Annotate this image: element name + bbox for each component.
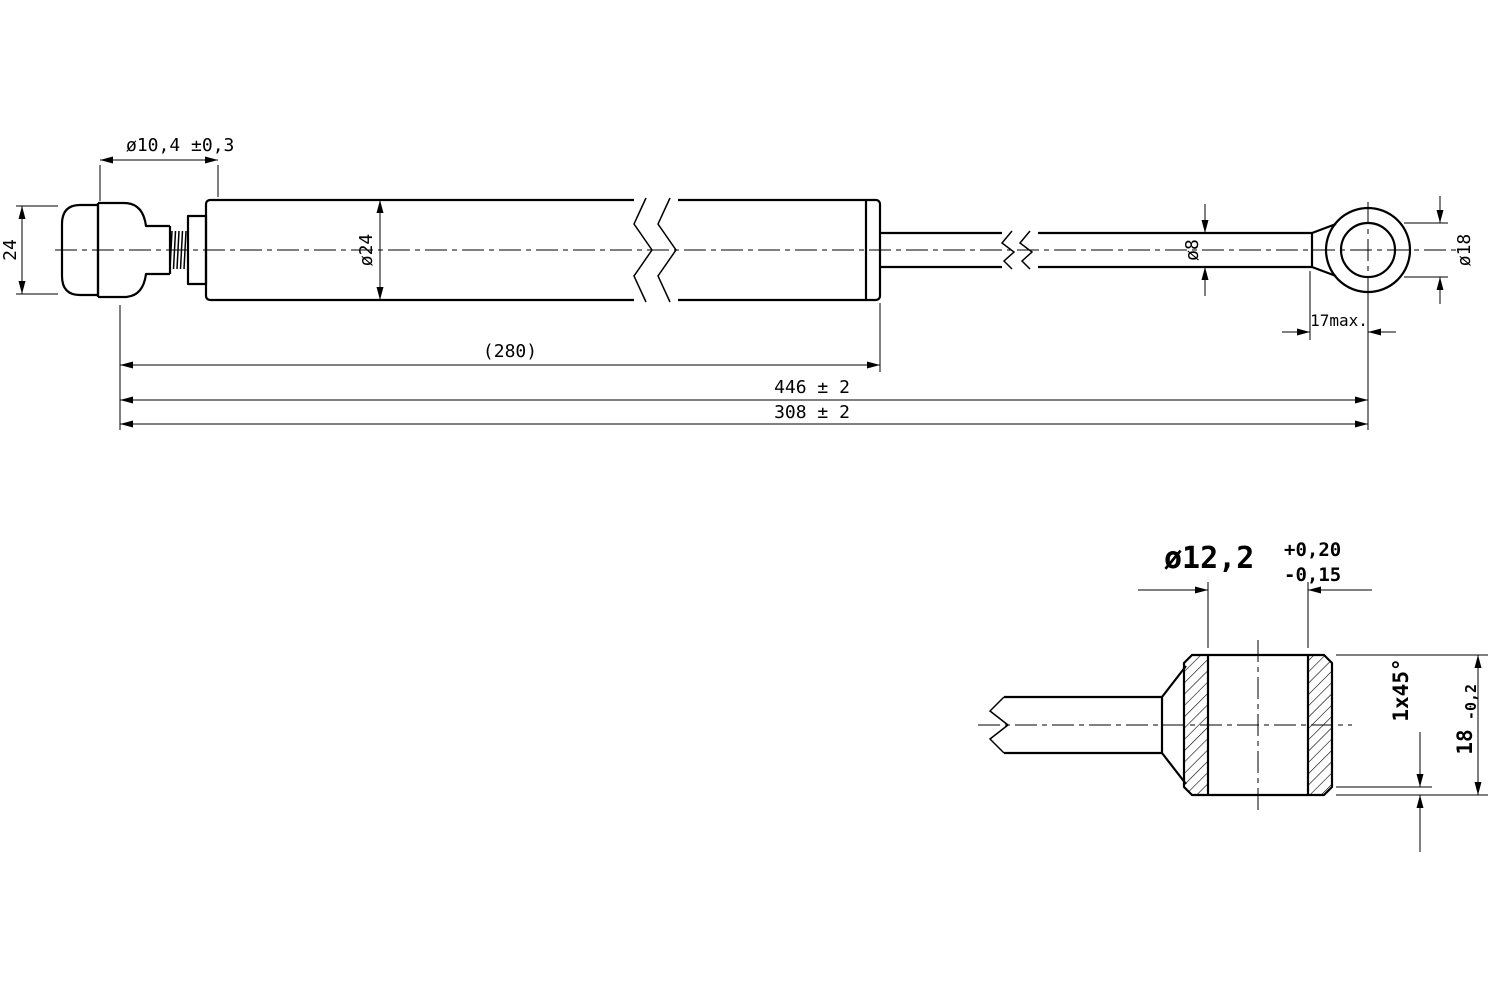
centerlines bbox=[55, 202, 1462, 813]
chamfer-label: 1x45° bbox=[1389, 658, 1413, 721]
dimension-socket-diameter: ø10,4 ±0,3 bbox=[99, 135, 234, 201]
dimension-secondary-length: 308 ± 2 bbox=[120, 402, 1368, 425]
socket-height-label: 24 bbox=[0, 239, 21, 261]
dimension-rod-diameter: ø8 bbox=[1182, 204, 1206, 296]
dimension-eye-width: 18 -0,2 bbox=[1336, 654, 1488, 796]
bore-diameter-label: ø12,2 bbox=[1164, 541, 1254, 576]
eye-width-label: 18 bbox=[1453, 729, 1477, 754]
rod-diameter-label: ø8 bbox=[1182, 239, 1203, 261]
dimension-eye-diameter: ø18 bbox=[1404, 196, 1475, 304]
dimension-socket-height: 24 bbox=[0, 205, 58, 295]
eye-diameter-label: ø18 bbox=[1454, 234, 1475, 267]
detail-view bbox=[988, 653, 1334, 797]
total-length-label: 446 ± 2 bbox=[774, 377, 850, 398]
dimension-bore-diameter: ø12,2 +0,20 -0,15 bbox=[1138, 539, 1372, 648]
socket-diameter-label: ø10,4 ±0,3 bbox=[126, 135, 234, 156]
cylinder-diameter-label: ø24 bbox=[356, 234, 377, 267]
secondary-length-label: 308 ± 2 bbox=[774, 402, 850, 423]
dimension-cylinder-diameter: ø24 bbox=[356, 200, 381, 300]
dimensions-main-view: ø10,4 ±0,3 24 ø24 ø8 ø18 bbox=[0, 135, 1475, 430]
dimension-total-length: 446 ± 2 bbox=[120, 377, 1368, 401]
eye-width-tolerance-label: -0,2 bbox=[1462, 684, 1480, 720]
socket-cap-hatched bbox=[60, 203, 100, 297]
dimension-arrows bbox=[18, 156, 1482, 808]
section-hatch-left-wall bbox=[1184, 655, 1208, 795]
dimension-chamfer: 1x45° bbox=[1336, 658, 1432, 852]
dimensions-detail-view: ø12,2 +0,20 -0,15 1x45° 18 -0,2 bbox=[1138, 539, 1488, 852]
detail-eye-body bbox=[1182, 653, 1334, 797]
dimension-cylinder-length: (280) bbox=[119, 296, 1369, 430]
bore-tolerance-minus-label: -0,15 bbox=[1284, 564, 1341, 586]
eye-depth-max-label: 17max. bbox=[1310, 311, 1368, 330]
cylinder-length-label: (280) bbox=[483, 341, 537, 362]
bore-tolerance-plus-label: +0,20 bbox=[1284, 539, 1341, 561]
